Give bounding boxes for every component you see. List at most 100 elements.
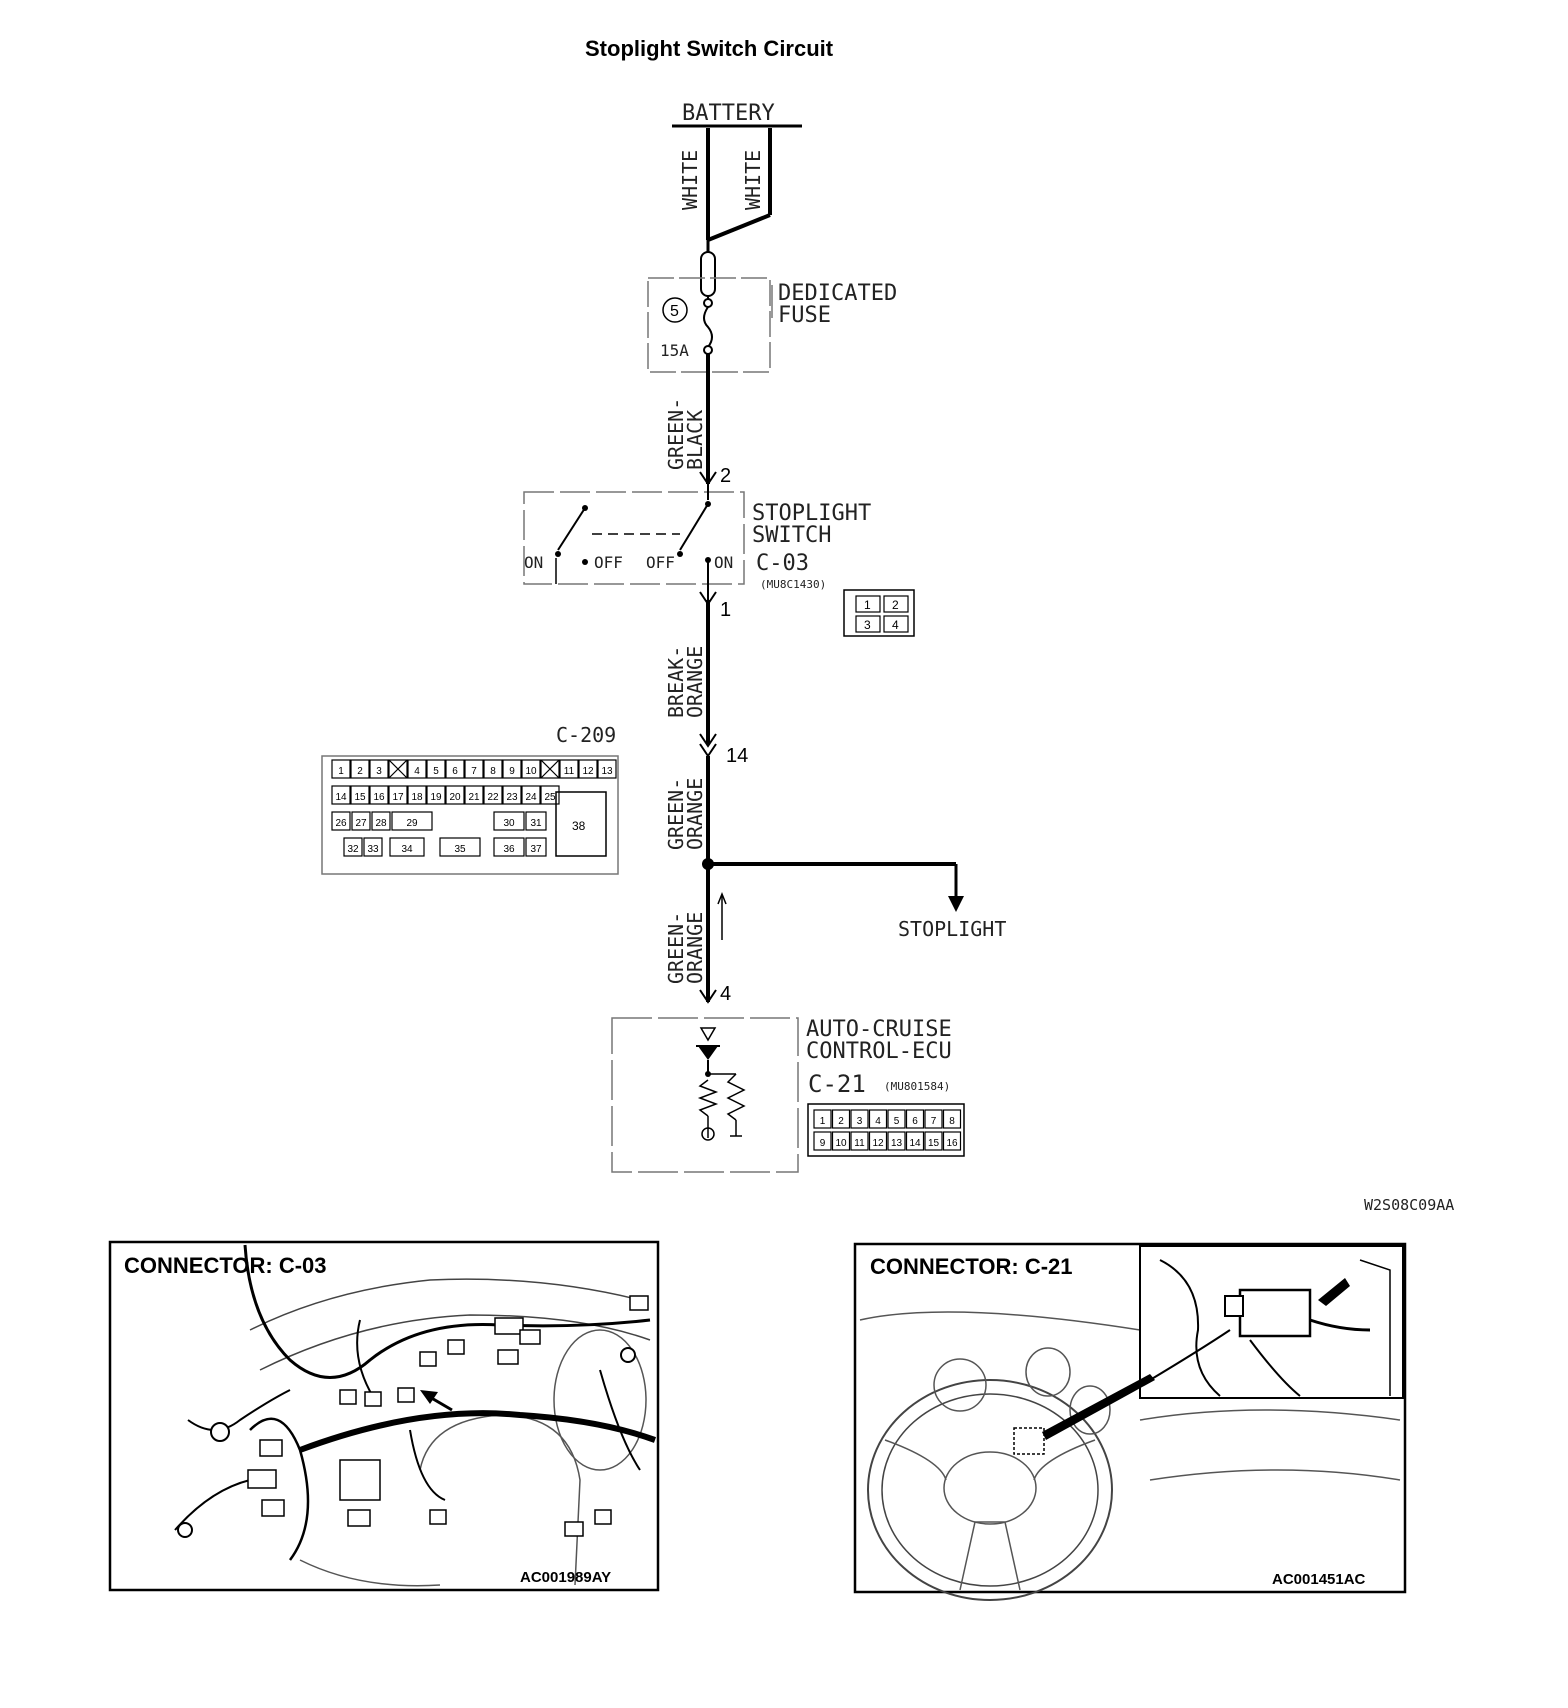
c209-cell (445, 759, 465, 779)
c21-pin: 15 (928, 1138, 940, 1149)
wire-color-orange: ORANGE (683, 912, 707, 984)
c209-pin: 15 (354, 792, 366, 803)
fuse-rating: 15A (660, 341, 689, 360)
c209-pin: 26 (335, 818, 347, 829)
c03-pin: 3 (864, 618, 871, 632)
wire-green-orange-upper: GREEN- ORANGE (664, 756, 710, 864)
c209-pin: 28 (375, 818, 387, 829)
ecu-label-line1: AUTO-CRUISE (806, 1017, 952, 1042)
wire-color-orange: ORANGE (683, 778, 707, 850)
c209-cell (464, 759, 484, 779)
wire-color-orange: ORANGE (683, 646, 707, 718)
switch-pos-off-right: OFF (646, 553, 675, 572)
c209-pin: 12 (582, 766, 594, 777)
c209-cell (371, 811, 391, 831)
wire-color-green: GREEN- (664, 912, 688, 984)
c209-connector-id: C-209 (556, 723, 616, 747)
c209-pin: 20 (449, 792, 461, 803)
switch-pos-off-left: OFF (594, 553, 623, 572)
c21-view-code: AC001451AC (1272, 1571, 1366, 1588)
c209-pin: 36 (503, 844, 515, 855)
ecu-part-no: (MU801584) (884, 1080, 950, 1093)
c209-cell (426, 759, 446, 779)
c209-pin: 29 (406, 818, 418, 829)
c209-pin: 8 (490, 766, 496, 777)
c209-pin: 14 (726, 745, 748, 767)
c21-pin: 14 (909, 1138, 921, 1149)
stoplight-label: STOPLIGHT (898, 917, 1006, 941)
wire-color-white-right: WHITE (741, 150, 765, 210)
c209-blank-mark (540, 759, 560, 779)
c209-cell (350, 785, 370, 805)
c209-pin: 2 (357, 766, 363, 777)
c209-cell (525, 811, 547, 831)
wire-color-green: GREEN- (664, 398, 688, 470)
c209-cell (445, 785, 465, 805)
wire-green-orange-lower: GREEN- ORANGE 4 (664, 864, 731, 1005)
c209-cell (540, 785, 560, 805)
c209-pin: 9 (509, 766, 515, 777)
c21-pin: 3 (857, 1116, 863, 1127)
c209-pin: 14 (335, 792, 347, 803)
c209-pin: 1 (338, 766, 344, 777)
c21-pin: 4 (875, 1116, 881, 1127)
c21-pin: 6 (912, 1116, 918, 1127)
switch-connector-id: C-03 (756, 551, 809, 576)
c21-cell (942, 1131, 962, 1151)
c209-cell (502, 785, 522, 805)
c209-cell (331, 759, 351, 779)
switch-pos-on-right: ON (714, 553, 733, 572)
wire-color-black: BLACK (683, 410, 707, 470)
c209-pin: 19 (430, 792, 442, 803)
ecu-label-line2: CONTROL-ECU (806, 1039, 952, 1064)
c209-cell (597, 759, 617, 779)
c209-pin: 5 (433, 766, 439, 777)
c21-pin: 1 (820, 1116, 826, 1127)
c21-cell (887, 1109, 906, 1129)
c209-pin: 18 (411, 792, 423, 803)
c209-pin: 25 (544, 792, 556, 803)
c209-cell (439, 837, 481, 857)
c209-cell (521, 785, 541, 805)
ecu-connector-id: C-21 (808, 1070, 866, 1098)
c209-blank-mark (388, 759, 408, 779)
wire-color-white-left: WHITE (678, 150, 702, 210)
c209-pin: 7 (471, 766, 477, 777)
c03-pin: 2 (892, 598, 899, 612)
c21-pin: 10 (835, 1138, 847, 1149)
c209-pin: 33 (367, 844, 379, 855)
wire-break-orange: 1 BREAK- ORANGE 14 C-209 (556, 591, 748, 767)
c03-view-caption: CONNECTOR: C-03 (124, 1253, 327, 1278)
wire-color-green: GREEN- (664, 778, 688, 850)
connector-view-c21: CONNECTOR: C-21 AC001451AC (853, 1242, 1407, 1601)
connector-view-c03: CONNECTOR: C-03 AC001989AY (108, 1240, 660, 1592)
c21-cell (813, 1109, 832, 1129)
c21-pin: 12 (872, 1138, 884, 1149)
c209-cell (351, 811, 371, 831)
c209-pin: 21 (468, 792, 480, 803)
c21-cell (850, 1109, 869, 1129)
c209-cell (493, 811, 525, 831)
c21-cell (887, 1131, 906, 1151)
c209-cell (389, 837, 425, 857)
stoplight-switch: ON OFF OFF ON STOPLIGHT SWITCH C-03 (MU8… (523, 484, 871, 600)
c209-cell (464, 785, 484, 805)
c21-pin: 5 (894, 1116, 900, 1127)
switch-pin-bottom: 1 (720, 599, 731, 621)
c209-pin: 35 (454, 844, 466, 855)
c21-pin: 16 (946, 1138, 958, 1149)
c21-cell (942, 1109, 962, 1129)
c209-pin: 32 (347, 844, 359, 855)
c209-cell (350, 759, 370, 779)
c21-cell (868, 1109, 888, 1129)
c209-cell (343, 837, 363, 857)
c21-cell (850, 1131, 869, 1151)
c209-cell (426, 785, 446, 805)
battery-label: BATTERY (682, 101, 775, 126)
c209-cell (369, 759, 389, 779)
switch-pin-top: 2 (720, 465, 731, 487)
ecu-pin: 4 (720, 983, 731, 1005)
